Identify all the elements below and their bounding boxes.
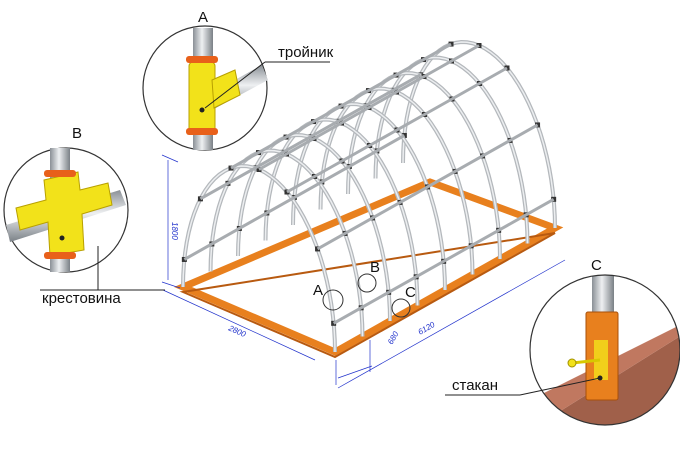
arch — [346, 71, 502, 260]
callout-a-label: тройник — [278, 44, 334, 61]
callout-b-cross: B крестовина — [3, 125, 165, 307]
tee-fitting — [188, 61, 216, 135]
dimension-height: 1800 — [170, 222, 179, 240]
purlin — [183, 134, 406, 261]
arch-highlight — [264, 118, 419, 306]
purlin — [258, 44, 480, 171]
marker-c[interactable]: C — [391, 284, 416, 318]
dimension-lines — [161, 154, 566, 389]
callout-c-socket: C стакан — [445, 257, 680, 426]
callout-a-tee: A тройник — [142, 9, 334, 151]
purlin — [199, 73, 422, 201]
svg-text:C: C — [405, 284, 416, 301]
arch-highlight — [374, 56, 529, 244]
purlin — [230, 42, 452, 170]
cross-fitting — [15, 171, 113, 257]
purlin-group — [183, 42, 555, 325]
callout-b-label: крестовина — [42, 290, 121, 307]
callout-c-letter: C — [591, 257, 602, 274]
marker-b[interactable]: B — [357, 259, 380, 293]
purlin — [316, 123, 539, 251]
svg-text:A: A — [313, 282, 323, 299]
arch — [318, 86, 475, 275]
arch-highlight — [347, 72, 501, 260]
purlin — [286, 66, 508, 194]
arch — [263, 117, 420, 306]
callout-a-letter: A — [198, 9, 208, 26]
arch — [373, 55, 530, 244]
marker-a[interactable]: A — [313, 282, 344, 311]
svg-text:B: B — [370, 259, 380, 276]
dimension-width: 2800 — [226, 323, 247, 339]
dimension-spacing: 680 — [386, 329, 401, 346]
callout-b-letter: B — [72, 125, 82, 142]
purlin — [332, 198, 555, 325]
arch-highlight — [319, 87, 474, 275]
callout-c-label: стакан — [452, 377, 498, 394]
